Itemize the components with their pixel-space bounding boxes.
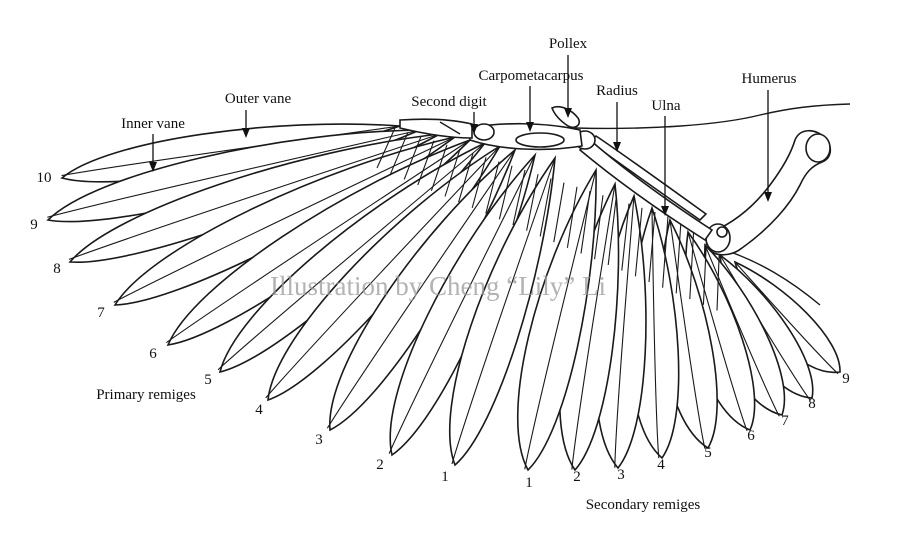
covert-line xyxy=(594,195,604,260)
secondary-number: 1 xyxy=(525,475,533,491)
covert-line xyxy=(607,199,617,265)
secondary-number: 4 xyxy=(657,457,665,473)
primary-number: 4 xyxy=(255,402,263,418)
secondary-number: 2 xyxy=(573,469,581,485)
primary-number: 10 xyxy=(37,170,52,186)
ulna-bone xyxy=(578,138,714,242)
label-pollex: Pollex xyxy=(549,36,588,52)
label-secondary-remiges: Secondary remiges xyxy=(586,497,701,513)
secondary-number: 6 xyxy=(747,428,755,444)
primary-number: 3 xyxy=(315,432,323,448)
covert-line xyxy=(662,216,669,288)
covert-line xyxy=(539,178,552,237)
label-arrows xyxy=(149,55,772,216)
covert-line xyxy=(485,161,500,214)
secondary-number-labels: 1 2 3 4 5 6 7 8 9 xyxy=(525,371,850,491)
primary-number: 1 xyxy=(441,469,449,485)
primary-number: 9 xyxy=(30,217,38,233)
secondary-feathers xyxy=(517,167,841,472)
covert-line xyxy=(689,224,695,300)
primary-number-labels: 10 9 8 7 6 5 4 3 2 1 xyxy=(30,170,449,485)
covert-line xyxy=(376,127,396,169)
covert-line xyxy=(675,220,682,294)
humerus-head xyxy=(805,133,831,163)
secondary-feather xyxy=(517,167,597,472)
covert-line xyxy=(621,203,630,271)
label-radius: Radius xyxy=(596,83,638,99)
elbow-knob xyxy=(716,226,728,238)
body-outline xyxy=(574,103,851,130)
covert-line xyxy=(526,174,539,231)
primary-number: 8 xyxy=(53,261,61,277)
watermark: Illustration by Cheng “Lily” Li xyxy=(270,271,606,301)
covert-line xyxy=(553,182,565,243)
covert-line xyxy=(458,153,474,203)
carpometacarpus-opening xyxy=(515,132,565,148)
second-digit-bone xyxy=(399,118,473,139)
label-inner-vane: Inner vane xyxy=(121,116,185,132)
label-humerus: Humerus xyxy=(742,71,797,87)
covert-line xyxy=(430,144,448,191)
body-outline-lower xyxy=(724,249,821,306)
primary-number: 7 xyxy=(97,305,105,321)
covert-line xyxy=(648,211,656,283)
covert-line xyxy=(498,165,513,220)
covert-line xyxy=(403,136,422,180)
primary-feathers xyxy=(46,123,557,467)
second-digit-phalanx xyxy=(439,121,461,135)
label-primary-remiges: Primary remiges xyxy=(96,387,196,403)
covert-line xyxy=(390,131,409,174)
secondary-number: 9 xyxy=(842,371,850,387)
primary-number: 6 xyxy=(149,346,157,362)
label-outer-vane: Outer vane xyxy=(225,91,292,107)
covert-line xyxy=(444,148,461,197)
label-ulna: Ulna xyxy=(651,98,681,114)
secondary-number: 3 xyxy=(617,467,625,483)
covert-line xyxy=(580,190,591,254)
primary-number: 2 xyxy=(376,457,384,473)
covert-line xyxy=(634,207,643,277)
covert-line xyxy=(471,157,487,209)
covert-line xyxy=(512,169,526,226)
label-second-digit: Second digit xyxy=(411,94,487,110)
primary-number: 5 xyxy=(204,372,212,388)
secondary-number: 7 xyxy=(781,413,789,429)
primary-feather xyxy=(448,155,557,467)
covert-line xyxy=(417,140,435,186)
secondary-number: 5 xyxy=(704,445,712,461)
label-carpometacarpus: Carpometacarpus xyxy=(479,68,584,84)
covert-line xyxy=(566,186,578,248)
secondary-number: 8 xyxy=(808,396,816,412)
